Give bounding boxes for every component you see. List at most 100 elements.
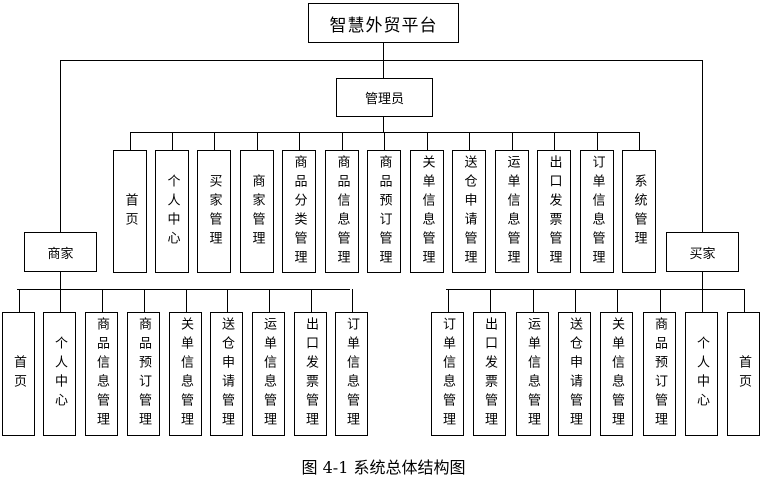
admin-label: 管理员 — [364, 92, 404, 107]
connector — [660, 289, 661, 312]
connector — [575, 289, 576, 312]
connector — [311, 289, 312, 312]
connector — [60, 60, 702, 61]
buyer-child-node: 送仓申请管理 — [558, 312, 591, 436]
connector — [352, 289, 353, 312]
connector — [257, 132, 258, 150]
merchant-child-node: 首页 — [2, 312, 35, 436]
merchant-child-node: 送仓申请管理 — [210, 312, 243, 436]
connector — [533, 289, 534, 312]
connector — [214, 132, 215, 150]
connector — [446, 289, 745, 290]
buyer-child-node: 出口发票管理 — [473, 312, 506, 436]
node-label: 商品分类管理 — [291, 154, 307, 269]
node-label: 出口发票管理 — [546, 154, 562, 269]
admin-child-node: 个人中心 — [155, 150, 189, 273]
node-label: 个人中心 — [52, 336, 67, 412]
connector — [744, 289, 745, 312]
node-label: 关单信息管理 — [419, 154, 435, 269]
merchant-child-node: 商品信息管理 — [85, 312, 118, 436]
merchant-child-node: 出口发票管理 — [294, 312, 327, 436]
admin-child-node: 出口发票管理 — [537, 150, 571, 273]
buyer-child-node: 首页 — [727, 312, 760, 436]
node-label: 商品信息管理 — [94, 317, 109, 431]
merchant-child-node: 运单信息管理 — [252, 312, 285, 436]
connector — [172, 132, 173, 150]
admin-child-node: 商家管理 — [240, 150, 274, 273]
connector — [269, 289, 270, 312]
node-label: 订单信息管理 — [344, 317, 359, 431]
node-label: 商品预订管理 — [652, 317, 667, 431]
node-label: 运单信息管理 — [261, 317, 276, 431]
node-label: 出口发票管理 — [303, 317, 318, 431]
connector — [427, 132, 428, 150]
admin-child-node: 商品预订管理 — [367, 150, 401, 273]
connector — [702, 289, 703, 312]
node-label: 订单信息管理 — [589, 154, 605, 269]
node-label: 首页 — [11, 355, 26, 393]
connector — [342, 132, 343, 150]
connector — [60, 289, 61, 312]
buyer-node: 买家 — [666, 232, 739, 272]
connector — [227, 289, 228, 312]
buyer-child-node: 个人中心 — [685, 312, 718, 436]
node-label: 个人中心 — [164, 173, 180, 250]
figure-caption: 图 4-1 系统总体结构图 — [301, 458, 466, 477]
node-label: 商品预订管理 — [136, 317, 151, 431]
connector — [702, 60, 703, 232]
connector — [383, 117, 384, 132]
connector — [60, 272, 61, 289]
node-label: 首页 — [122, 192, 138, 231]
connector — [702, 272, 703, 289]
node-label: 出口发票管理 — [482, 317, 497, 431]
connector — [448, 289, 449, 312]
node-label: 商品信息管理 — [334, 154, 350, 269]
admin-child-node: 关单信息管理 — [410, 150, 444, 273]
connector — [617, 289, 618, 312]
root-label: 智慧外贸平台 — [329, 15, 438, 36]
merchant-child-node: 订单信息管理 — [335, 312, 368, 436]
connector — [130, 132, 640, 133]
admin-node: 管理员 — [336, 78, 433, 117]
node-label: 首页 — [736, 355, 751, 393]
connector — [384, 132, 385, 150]
connector — [102, 289, 103, 312]
admin-child-node: 订单信息管理 — [580, 150, 614, 273]
merchant-child-node: 商品预订管理 — [127, 312, 160, 436]
connector — [469, 132, 470, 150]
connector — [130, 132, 131, 150]
connector — [597, 132, 598, 150]
buyer-child-node: 运单信息管理 — [516, 312, 549, 436]
admin-child-node: 首页 — [113, 150, 147, 273]
node-label: 运单信息管理 — [504, 154, 520, 269]
node-label: 个人中心 — [694, 336, 709, 412]
admin-child-node: 运单信息管理 — [495, 150, 529, 273]
connector — [60, 60, 61, 232]
connector — [17, 289, 350, 290]
connector — [490, 289, 491, 312]
node-label: 运单信息管理 — [525, 317, 540, 431]
merchant-label: 商家 — [47, 246, 74, 262]
admin-child-node: 买家管理 — [197, 150, 231, 273]
node-label: 送仓申请管理 — [219, 317, 234, 431]
node-label: 商品预订管理 — [376, 154, 392, 269]
node-label: 买家管理 — [206, 173, 222, 250]
admin-child-node: 商品分类管理 — [282, 150, 316, 273]
node-label: 系统管理 — [631, 173, 647, 250]
connector — [186, 289, 187, 312]
connector — [19, 289, 20, 312]
root-node: 智慧外贸平台 — [308, 3, 459, 43]
buyer-child-node: 商品预订管理 — [643, 312, 676, 436]
merchant-child-node: 个人中心 — [43, 312, 76, 436]
connector — [512, 132, 513, 150]
node-label: 订单信息管理 — [440, 317, 455, 431]
admin-child-node: 送仓申请管理 — [452, 150, 486, 273]
merchant-child-node: 关单信息管理 — [169, 312, 202, 436]
admin-child-node: 系统管理 — [622, 150, 656, 273]
merchant-node: 商家 — [24, 232, 97, 272]
connector — [144, 289, 145, 312]
connector — [554, 132, 555, 150]
node-label: 商家管理 — [249, 173, 265, 250]
buyer-child-node: 订单信息管理 — [431, 312, 464, 436]
node-label: 关单信息管理 — [178, 317, 193, 431]
